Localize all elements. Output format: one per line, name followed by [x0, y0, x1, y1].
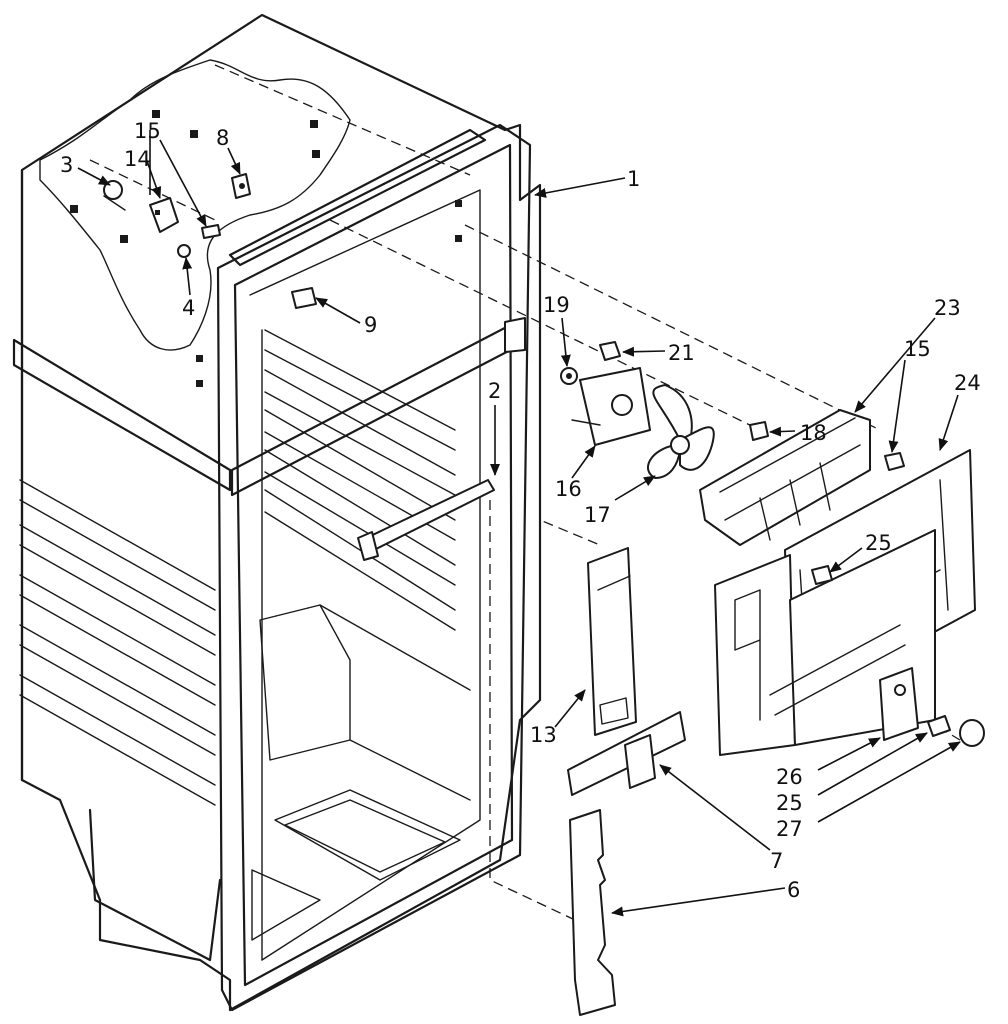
callout-9: 9: [364, 313, 377, 337]
part-9-clip-icon: [291, 287, 317, 309]
callout-17: 17: [584, 503, 611, 527]
part-26-bracket-icon: [879, 667, 919, 741]
callout-15-right: 15: [904, 337, 931, 361]
part-21-screw-icon: [599, 341, 621, 361]
callout-15-left: 15: [134, 119, 161, 143]
callout-4: 4: [182, 296, 195, 320]
part-3-socket-icon: [103, 180, 126, 211]
callout-24: 24: [954, 371, 981, 395]
callout-13: 13: [530, 723, 557, 747]
callout-8: 8: [216, 126, 229, 150]
callout-14: 14: [124, 147, 151, 171]
part-16-fan-motor-icon: [571, 367, 651, 446]
part-2-light-socket-icon: [357, 479, 495, 561]
callout-3: 3: [60, 153, 73, 177]
part-17-fan-blade-icon: [646, 384, 715, 479]
part-14-thermostat-icon: [149, 197, 179, 233]
callout-25-mid: 25: [865, 531, 892, 555]
part-13-air-duct-icon: [587, 547, 637, 736]
callout-6: 6: [787, 878, 800, 902]
part-8-switch-icon: [231, 173, 251, 199]
callout-19: 19: [543, 293, 570, 317]
callout-18: 18: [800, 421, 827, 445]
callout-1: 1: [627, 167, 640, 191]
part-6-duct-cover-icon: [569, 809, 616, 1016]
part-7-baffle-icon: [567, 711, 686, 796]
callout-labels: 1 2 3 4 6 7 8 9 13 14 15 15 16 17 18 19 …: [60, 119, 981, 902]
part-4-grommet-icon: [177, 244, 191, 258]
part-19-nut-icon: [560, 367, 578, 385]
cabinet-liner: [12, 13, 542, 1012]
part-15-screw-right-icon: [884, 452, 905, 471]
callout-2: 2: [488, 379, 501, 403]
part-15-screw-icon: [201, 224, 221, 239]
part-23-fan-shroud-icon: [699, 409, 871, 546]
callout-25-low: 25: [776, 791, 803, 815]
callout-16: 16: [555, 477, 582, 501]
part-27-plug-icon: [959, 719, 985, 747]
part-18-screw-icon: [749, 421, 769, 441]
callout-21: 21: [668, 341, 695, 365]
part-25-screw-lower-icon: [927, 715, 951, 737]
callout-26: 26: [776, 765, 803, 789]
callout-23: 23: [934, 296, 961, 320]
callout-27: 27: [776, 817, 803, 841]
callout-7: 7: [770, 849, 783, 873]
part-25-screw-mid-icon: [811, 565, 833, 585]
leader-lines: [77, 130, 961, 917]
